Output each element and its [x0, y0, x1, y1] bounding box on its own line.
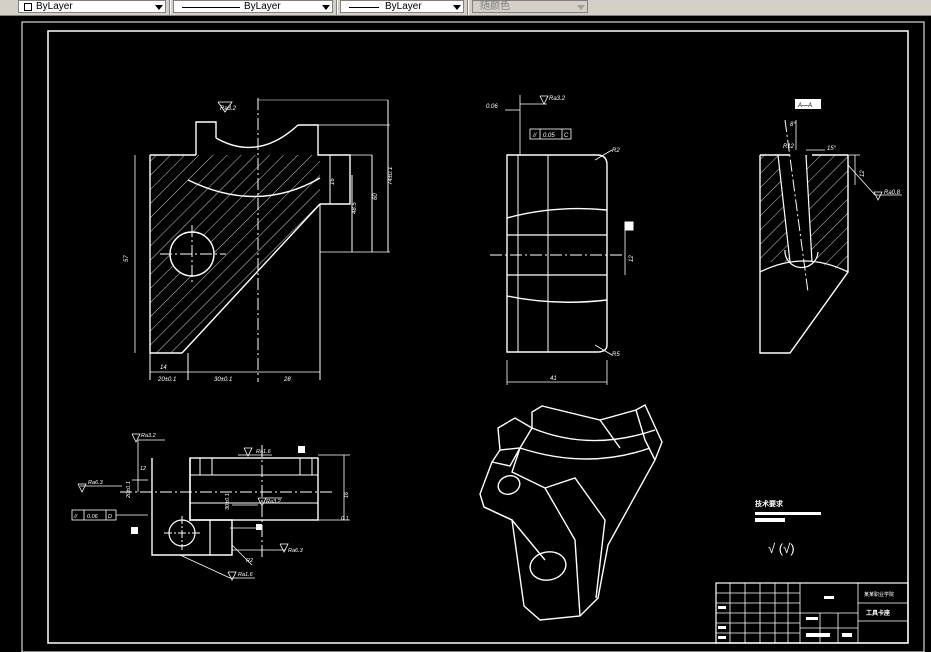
roughness-tv-4: Ra3.2: [266, 499, 281, 505]
notes-title: 技术要求: [755, 499, 784, 508]
top-view-body: [189, 457, 319, 521]
dim-r5: R5: [612, 352, 620, 358]
dim-41: 41: [550, 376, 557, 382]
dim-60: 60: [373, 193, 379, 200]
title-school: 某某职业学院: [864, 591, 894, 598]
lineweight-combo-value: ByLayer: [385, 1, 422, 12]
dim-20: 20±0.1: [157, 377, 176, 383]
dim-12: 12: [629, 255, 635, 262]
dim-r12: R12: [783, 144, 795, 150]
toolbar-separator: [169, 0, 171, 15]
chevron-down-icon[interactable]: [322, 5, 330, 10]
dim-16: 16: [330, 178, 336, 185]
side-dims: Ra3.2 0.06 // 0.05 C R2 R5 41 12: [486, 96, 635, 382]
dim-15deg: 15°: [827, 146, 837, 152]
top-view-dims: Ra3.2 Ra6.3 // 0.06 D Ra1.6 Ra3.2 Ra6.3 …: [73, 433, 350, 578]
toolbar-separator: [336, 0, 338, 15]
side-view: [490, 95, 634, 385]
lineweight-preview-icon: [349, 7, 379, 8]
roughness-tv-6: Ra1.6: [238, 572, 254, 578]
dim-48-5: 48.5: [352, 202, 358, 214]
front-hatch: [182, 155, 320, 353]
chevron-down-icon[interactable]: [453, 5, 461, 10]
roughness-tv-1: Ra3.2: [141, 433, 156, 439]
dim-tol-tv: 0.1: [341, 516, 349, 522]
tech-requirements: 技术要求 √ (√): [755, 499, 821, 556]
dim-57: 57: [124, 255, 130, 262]
isometric-view: [479, 404, 663, 621]
inner-frame: [47, 30, 909, 644]
color-combo-value: ByLayer: [36, 1, 73, 12]
datum-c: C: [564, 133, 569, 139]
dim-r2-tv: R2: [246, 558, 253, 564]
dim-28: 28: [283, 377, 291, 383]
tv-tol-value: 0.06: [87, 514, 99, 520]
front-arc-top: [215, 124, 299, 149]
plotstyle-combo: 随颜色: [472, 0, 588, 13]
tv-tol-symbol: //: [73, 514, 78, 520]
section-view: [759, 99, 902, 354]
note-line-1: [755, 512, 821, 515]
front-dims: 57 74±0.1 60 48.5 16 14 20±0.1 30±0.1 28…: [124, 106, 394, 383]
top-view: [71, 433, 350, 581]
section-label-box: [795, 99, 821, 109]
linetype-combo-value: ByLayer: [244, 1, 281, 12]
dim-8deg: 8°: [790, 122, 796, 128]
dim-30: 30±0.1: [214, 377, 232, 383]
plotstyle-combo-value: 随颜色: [480, 1, 510, 12]
roughness-front: Ra3.2: [220, 106, 237, 112]
roughness-general: √ (√): [768, 541, 795, 556]
geom-tol-value: 0.05: [543, 133, 555, 139]
color-swatch-icon: [24, 3, 32, 11]
chevron-down-icon: [577, 5, 585, 10]
iso-outline: [479, 404, 663, 621]
dim-74: 74±0.1: [388, 167, 394, 185]
roughness-tv-5: Ra6.3: [288, 548, 304, 554]
title-drawing-name: 工具卡座: [866, 609, 890, 617]
tol-side: 0.06: [486, 104, 498, 110]
chevron-down-icon[interactable]: [155, 5, 163, 10]
dim-30-tv: 30±0.1: [225, 493, 231, 510]
lineweight-combo[interactable]: ByLayer: [340, 0, 464, 13]
toolbar-separator: [467, 0, 469, 15]
roughness-tv-2: Ra6.3: [88, 480, 104, 486]
front-slope-edge: [181, 203, 321, 354]
front-view: [134, 98, 390, 382]
dim-12-section: 12: [860, 170, 866, 177]
drawing-canvas[interactable]: 57 74±0.1 60 48.5 16 14 20±0.1 30±0.1 28…: [0, 16, 931, 652]
dim-12-tv: 12: [140, 466, 146, 472]
title-block: [715, 582, 909, 644]
side-outline: [506, 154, 608, 353]
note-line-2: [755, 518, 785, 522]
dim-16-tv: 16: [344, 491, 350, 498]
dim-14: 14: [160, 365, 167, 371]
linetype-preview-icon: [182, 7, 240, 8]
dim-r2: R2: [612, 148, 620, 154]
dim-20-tv: 20±0.1: [126, 481, 132, 499]
linetype-combo[interactable]: ByLayer: [173, 0, 333, 13]
outer-frame: [21, 21, 925, 652]
tv-datum-d: D: [108, 514, 112, 520]
geom-tol-symbol: //: [532, 133, 538, 139]
section-texts: A—A 8° R12 15° Ra0.8 12: [783, 103, 901, 196]
roughness-tv-3: Ra1.6: [256, 449, 272, 455]
front-arc-inner: [187, 177, 321, 198]
section-label: A—A: [797, 103, 812, 109]
roughness-side: Ra3.2: [549, 96, 566, 102]
section-outline: [759, 155, 849, 354]
properties-toolbar: ByLayer ByLayer ByLayer 随颜色: [0, 0, 931, 16]
roughness-section: Ra0.8: [884, 190, 901, 196]
color-combo[interactable]: ByLayer: [18, 0, 166, 13]
title-block-texts: 某某职业学院 工具卡座: [864, 591, 894, 617]
